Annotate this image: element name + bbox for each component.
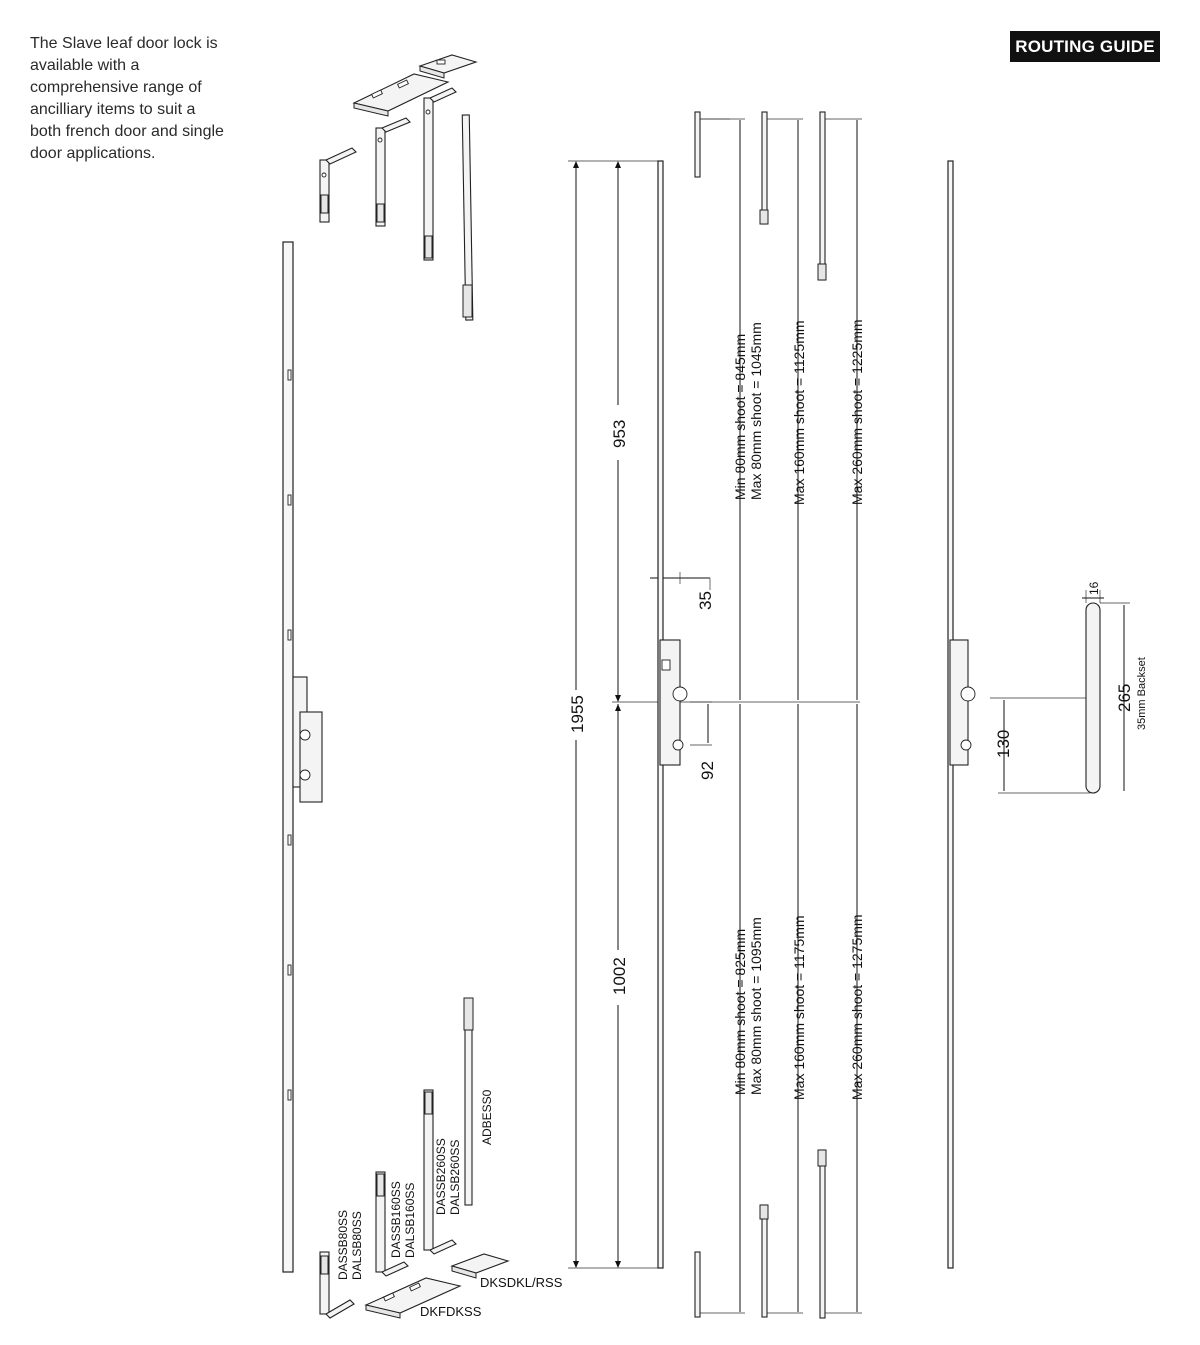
shoot-lower-max80: Max 80mm shoot = 1095mm <box>748 917 764 1095</box>
backset-dimensions <box>990 590 1130 794</box>
shoot-upper-max160: Max 160mm shoot = 1125mm <box>791 320 807 505</box>
intro-text: The Slave leaf door lock is available wi… <box>30 35 224 162</box>
dim-92: 92 <box>698 761 717 780</box>
shoot-lower-max260: Max 260mm shoot = 1275mm <box>849 914 865 1100</box>
dim-1002: 1002 <box>610 957 629 995</box>
bottom-keeps <box>364 1253 510 1319</box>
right-elevation-strip <box>947 160 976 1269</box>
top-shootbolt-160 <box>375 117 411 227</box>
dim-953: 953 <box>610 420 629 448</box>
label-dalsb260ss: DALSB260SS <box>448 1140 462 1215</box>
label-dassb80ss: DASSB80SS <box>336 1210 350 1280</box>
dim-16: 16 <box>1087 581 1101 595</box>
label-dassb160ss: DASSB160SS <box>389 1181 403 1258</box>
shoot-lower-max160: Max 160mm shoot = 1175mm <box>791 915 807 1100</box>
shoot-upper-max260: Max 260mm shoot = 1225mm <box>849 319 865 505</box>
label-dkfdkss: DKFDKSS <box>420 1304 482 1319</box>
top-shootbolt-260 <box>423 87 457 261</box>
shoot-upper-min80: Min 80mm shoot = 845mm <box>732 334 748 500</box>
elevation-lock-strip <box>657 160 688 1269</box>
dimension-lines <box>568 118 862 1314</box>
label-dalsb160ss: DALSB160SS <box>403 1183 417 1258</box>
dim-1955: 1955 <box>568 695 587 733</box>
top-shootbolt-80 <box>319 147 357 223</box>
dim-130: 130 <box>994 730 1013 758</box>
backset-note: 35mm Backset <box>1136 657 1148 730</box>
bottom-extension-bar <box>463 997 474 1206</box>
dim-35: 35 <box>696 591 715 610</box>
main-lock-bar <box>282 241 323 1273</box>
top-keeps <box>352 54 478 117</box>
label-adbess0: ADBESS0 <box>480 1089 494 1145</box>
upper-shootbolts-elevation <box>694 111 827 281</box>
shoot-upper-max80: Max 80mm shoot = 1045mm <box>748 322 764 500</box>
top-extension-bar <box>461 114 474 321</box>
shoot-lower-min80: Min 80mm shoot = 825mm <box>732 929 748 1095</box>
lower-shootbolts-elevation <box>694 1149 827 1319</box>
label-dassb260ss: DASSB260SS <box>434 1138 448 1215</box>
dim-265: 265 <box>1115 684 1134 712</box>
label-dalsb80ss: DALSB80SS <box>350 1211 364 1280</box>
label-dksdkl-rss: DKSDKL/RSS <box>480 1275 563 1290</box>
routing-guide-badge: ROUTING GUIDE <box>1010 31 1160 62</box>
bottom-shootbolt-260 <box>423 1089 457 1255</box>
bottom-shootbolt-80 <box>319 1251 355 1319</box>
bottom-shootbolt-160 <box>375 1171 409 1277</box>
